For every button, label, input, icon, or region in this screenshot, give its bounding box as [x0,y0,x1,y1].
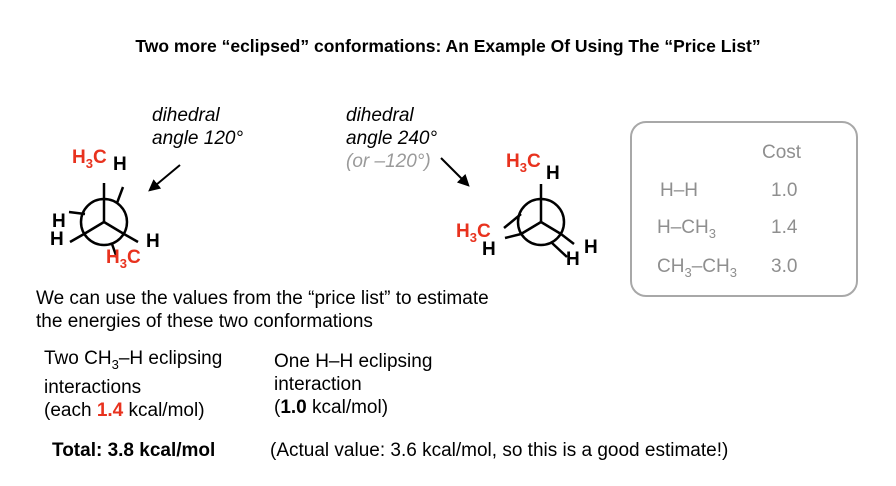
price-list-box [630,121,858,297]
page-title: Two more “eclipsed” conformations: An Ex… [135,36,761,56]
left-h-top: H [113,154,127,175]
explanation-text: We can use the values from the “price li… [36,287,489,333]
left-interactions-line3: (each 1.4 kcal/mol) [44,399,205,421]
right-interactions: One H–H eclipsing interaction (1.0 kcal/… [274,350,432,419]
right-dihedral-line3: (or –120°) [346,151,431,172]
right-dihedral-line1: dihedral [346,105,414,126]
price-list-row-label: CH3–CH3 [657,256,737,280]
left-arrow [148,164,181,192]
left-dihedral-line1: dihedral [152,105,220,126]
total-label: Total: 3.8 kcal/mol [52,440,216,461]
price-list-row-label: H–CH3 [657,217,716,241]
left-dihedral-line2: angle 120° [152,128,244,149]
right-arrow [440,157,470,187]
right-h-right-1: H [584,237,598,258]
price-list-row-label: H–H [660,180,699,201]
explanation-line1: We can use the values from the “price li… [36,288,489,309]
left-interactions: Two CH3–H eclipsing interactions (each 1… [44,347,222,422]
left-h-left-1: H [52,211,66,232]
left-h-right: H [146,231,160,252]
explanation-line2: the energies of these two conformations [36,311,373,332]
total-note: (Actual value: 3.6 kcal/mol, so this is … [270,440,729,461]
right-dihedral-line2: angle 240° [346,128,438,149]
price-list-row-value: 1.0 [771,180,798,201]
price-list-row-value: 1.4 [771,217,798,238]
left-interactions-line1: Two CH3–H eclipsing [44,348,223,372]
left-dihedral-annotation: dihedral angle 120° [152,104,243,150]
right-interactions-line1: One H–H eclipsing [274,351,433,372]
left-h3c-top: H3C [72,147,107,171]
price-list-row-value: 3.0 [771,256,798,277]
right-h3c-left: H3C [456,221,491,245]
right-interactions-line2: interaction [274,374,362,395]
right-h-left: H [482,239,496,260]
left-interactions-line2: interactions [44,376,142,398]
left-h-left-2: H [50,229,64,250]
right-h-top: H [546,163,560,184]
right-h3c-top: H3C [506,151,541,175]
right-interactions-line3: (1.0 kcal/mol) [274,397,389,418]
price-list-header: Cost [762,142,802,163]
right-h-right-2: H [566,249,580,270]
right-dihedral-annotation: dihedral angle 240° (or –120°) [346,104,437,173]
left-h3c-bottom: H3C [106,247,141,271]
